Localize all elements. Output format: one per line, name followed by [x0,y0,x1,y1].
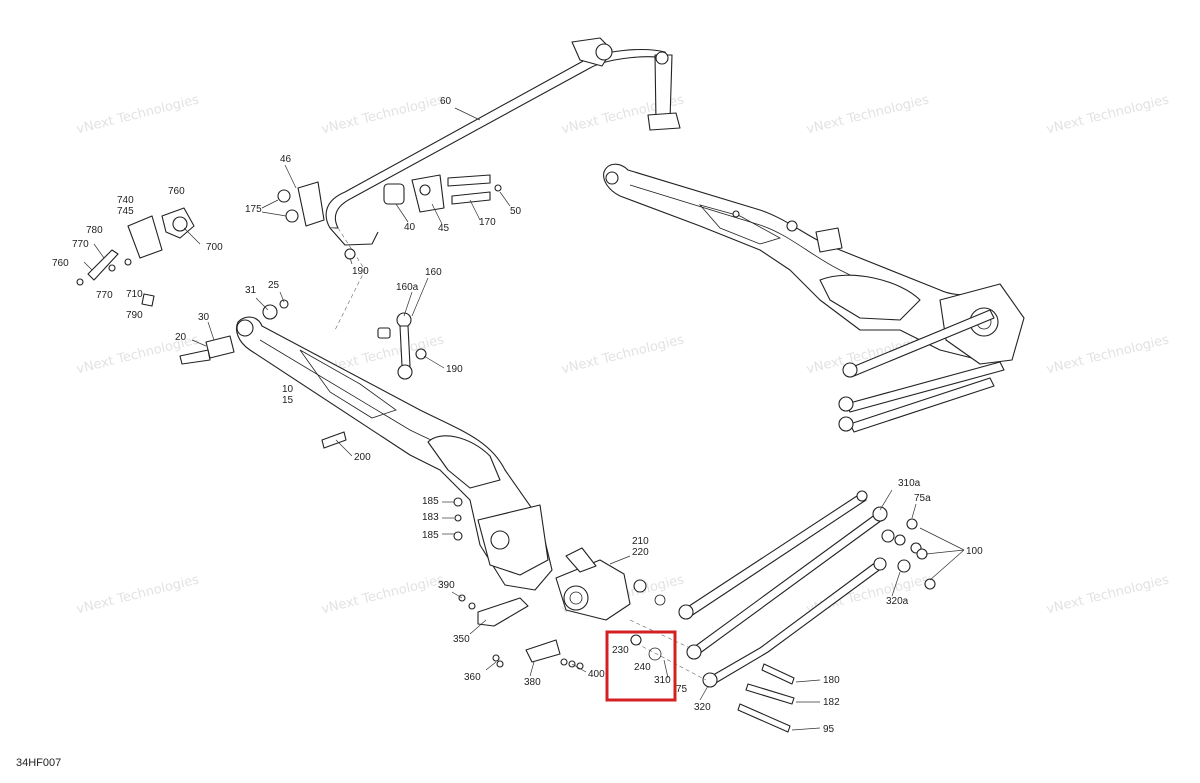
label-210: 210 [632,536,649,547]
label-95: 95 [823,724,835,735]
label-790: 790 [126,310,143,321]
label-100: 100 [966,546,983,557]
label-50: 50 [510,206,522,217]
label-700: 700 [206,242,223,253]
svg-text:vNext Technologies: vNext Technologies [320,92,446,137]
label-185-top: 185 [422,496,439,507]
highlight-box [605,630,677,702]
sensor-parts [76,207,195,307]
label-183: 183 [422,512,439,523]
label-190-mid: 190 [446,364,463,375]
label-240: 240 [634,662,651,673]
svg-text:vNext Technologies: vNext Technologies [1045,332,1171,377]
label-75a: 75a [914,493,931,504]
label-40: 40 [404,222,416,233]
label-770-bottom: 770 [96,290,113,301]
svg-text:vNext Technologies: vNext Technologies [805,92,931,137]
label-30: 30 [198,312,210,323]
label-180: 180 [823,675,840,686]
upper-link [377,312,427,380]
label-380: 380 [524,677,541,688]
svg-text:vNext Technologies: vNext Technologies [1045,572,1171,617]
lower-links [629,490,936,733]
label-710: 710 [126,289,143,300]
label-230: 230 [612,645,629,656]
label-780: 780 [86,225,103,236]
label-760-top: 760 [168,186,185,197]
right-trailing-arm [603,163,1025,433]
label-745: 745 [117,206,134,217]
knuckle [555,547,666,621]
part-labels: 60 46 175 40 45 170 50 190 740 745 760 7… [16,96,983,769]
label-740: 740 [117,195,134,206]
label-46: 46 [280,154,292,165]
label-25: 25 [268,280,280,291]
label-320: 320 [694,702,711,713]
label-175: 175 [245,204,262,215]
label-75: 75 [676,684,688,695]
svg-text:vNext Technologies: vNext Technologies [1045,92,1171,137]
label-220: 220 [632,547,649,558]
label-310: 310 [654,675,671,686]
label-182: 182 [823,697,840,708]
stabilizer-bar [325,37,681,331]
label-31: 31 [245,285,257,296]
label-310a: 310a [898,478,921,489]
label-320a: 320a [886,596,909,607]
left-trailing-arm [179,299,553,591]
label-770-top: 770 [72,239,89,250]
label-185-bottom: 185 [422,530,439,541]
svg-text:vNext Technologies: vNext Technologies [75,572,201,617]
label-20: 20 [175,332,187,343]
label-390: 390 [438,580,455,591]
label-15: 15 [282,395,294,406]
label-200: 200 [354,452,371,463]
label-10: 10 [282,384,294,395]
diagram-code: 34HF007 [16,757,61,769]
label-760-left: 760 [52,258,69,269]
label-360: 360 [464,672,481,683]
label-160a: 160a [396,282,419,293]
label-350: 350 [453,634,470,645]
svg-text:vNext Technologies: vNext Technologies [75,92,201,137]
label-400: 400 [588,669,605,680]
highlight-hardware [630,634,662,661]
label-160: 160 [425,267,442,278]
bar-mount-parts [277,174,502,260]
svg-text:vNext Technologies: vNext Technologies [560,332,686,377]
label-45: 45 [438,223,450,234]
label-190-top: 190 [352,266,369,277]
svg-text:vNext Technologies: vNext Technologies [320,572,446,617]
leader-lines [83,107,965,731]
bracket-parts [453,497,584,670]
label-60: 60 [440,96,452,107]
label-170: 170 [479,217,496,228]
